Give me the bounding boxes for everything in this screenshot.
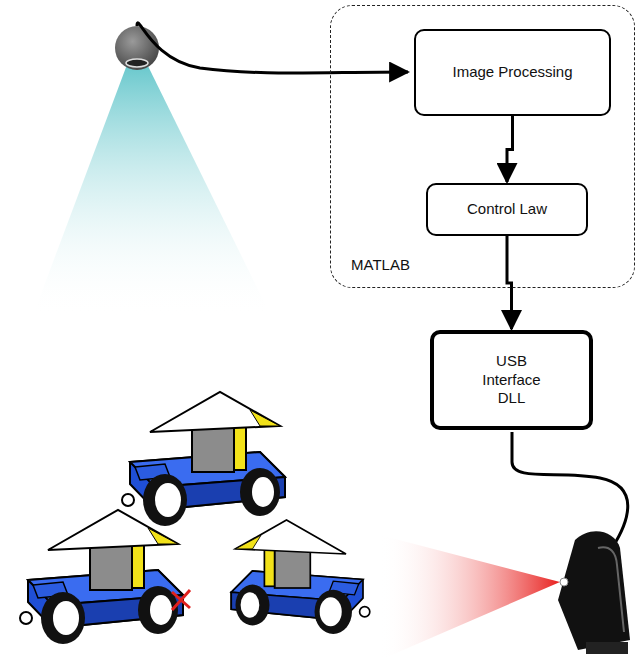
ir-beam (380, 535, 560, 660)
node-label: Control Law (467, 200, 547, 219)
node-label: MATLAB (351, 256, 410, 275)
ir-led (560, 578, 568, 586)
target-mark (172, 590, 190, 610)
node-label: USB Interface DLL (472, 352, 552, 408)
ir-tower-base (586, 642, 628, 654)
software-region: MATLAB Image ProcessingControl Law (330, 5, 635, 288)
robot (122, 392, 285, 526)
flow-arrow (507, 236, 512, 329)
process-box: Control Law (426, 183, 588, 236)
process-box: Image Processing (414, 29, 611, 116)
interface-box: USB Interface DLL (430, 330, 593, 430)
camera-view (32, 62, 272, 318)
camera-lens (126, 59, 148, 67)
ir-tower (558, 531, 630, 650)
ir-tower-edge (598, 547, 624, 632)
camera (115, 26, 159, 70)
usb-cable (512, 432, 628, 548)
camera-wire (137, 23, 408, 73)
robot (20, 510, 183, 644)
flow-arrow (507, 116, 513, 182)
node-label: Image Processing (452, 63, 572, 82)
robot (231, 520, 370, 634)
